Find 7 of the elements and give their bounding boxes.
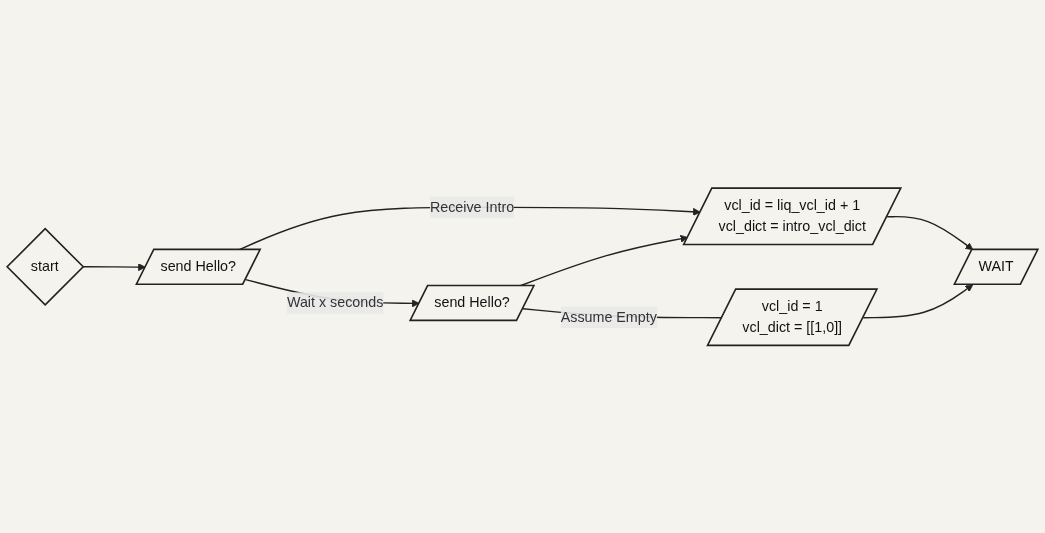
arrow: [886, 215, 974, 250]
node-diamond: start: [6, 227, 85, 306]
arrow: [82, 262, 146, 271]
edge-label: Receive Intro: [429, 199, 515, 215]
edge-label: Wait x seconds: [286, 294, 384, 310]
edge-label: Assume Empty: [560, 308, 657, 325]
arrow: [862, 284, 974, 319]
